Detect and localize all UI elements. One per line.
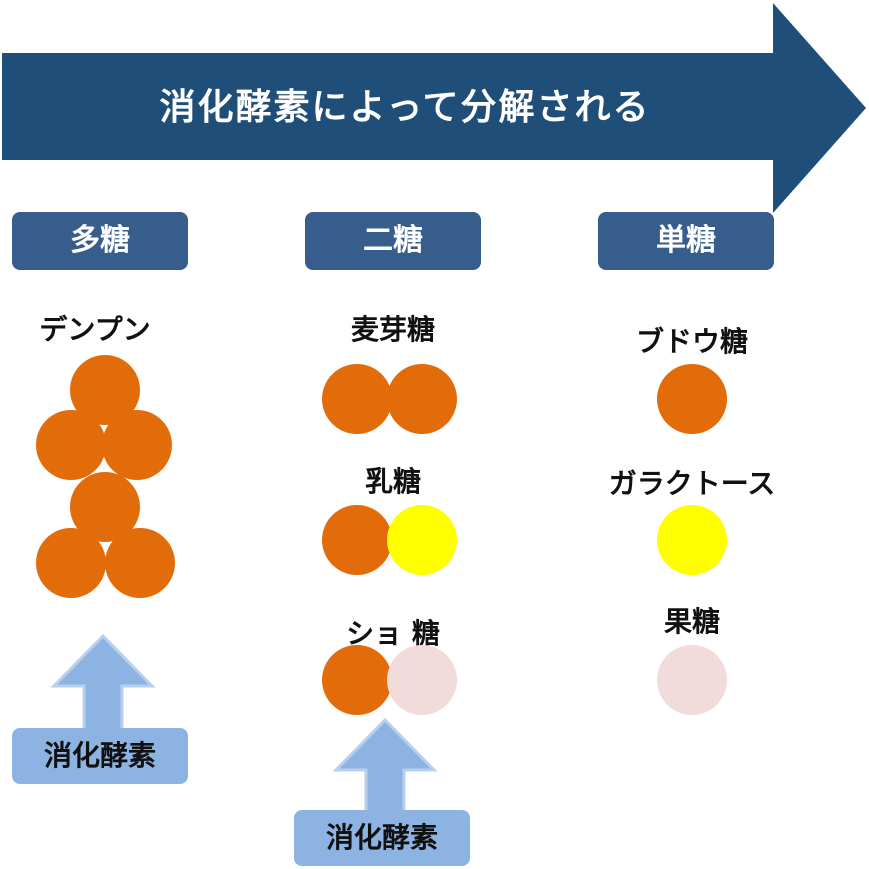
process-arrow-banner bbox=[2, 3, 866, 213]
fructose-unit bbox=[657, 645, 727, 715]
maltose-unit-1 bbox=[322, 364, 392, 434]
lactose-unit-2 bbox=[387, 505, 457, 575]
label-lactose: 乳糖 bbox=[364, 465, 421, 498]
enzyme-arrow-2-icon bbox=[332, 717, 438, 816]
label-glucose: ブドウ糖 bbox=[635, 325, 748, 358]
label-maltose: 麦芽糖 bbox=[350, 313, 435, 346]
enzyme-arrow-1-icon bbox=[50, 633, 156, 732]
enzyme-box-1: 消化酵素 bbox=[12, 728, 188, 784]
label-galactose: ガラクトース bbox=[608, 467, 776, 500]
starch-unit-6 bbox=[105, 528, 175, 598]
glucose-unit bbox=[657, 364, 727, 434]
maltose-unit-2 bbox=[387, 364, 457, 434]
header-polysaccharide: 多糖 bbox=[12, 212, 188, 270]
lactose-unit-1 bbox=[322, 505, 392, 575]
header-disaccharide: 二糖 bbox=[305, 212, 481, 270]
label-starch: デンプン bbox=[39, 313, 151, 346]
galactose-unit bbox=[657, 505, 727, 575]
starch-unit-3 bbox=[102, 410, 172, 480]
header-monosaccharide: 単糖 bbox=[598, 212, 774, 270]
sucrose-unit-2 bbox=[387, 645, 457, 715]
enzyme-box-2: 消化酵素 bbox=[294, 810, 470, 866]
label-sucrose: ショ 糖 bbox=[346, 617, 440, 650]
starch-unit-5 bbox=[36, 528, 106, 598]
starch-unit-2 bbox=[36, 410, 106, 480]
label-fructose: 果糖 bbox=[663, 605, 720, 638]
banner-title: 消化酵素によって分解される bbox=[159, 87, 651, 128]
sucrose-unit-1 bbox=[322, 645, 392, 715]
